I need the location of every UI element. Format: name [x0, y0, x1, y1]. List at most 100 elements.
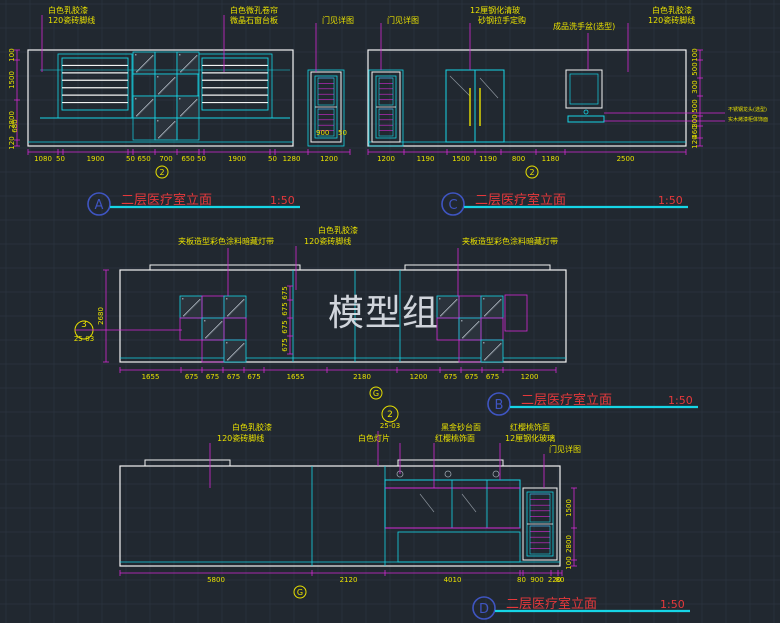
- dimension-label: 300: [691, 80, 699, 93]
- tile-speckle: [220, 322, 222, 324]
- elevation-title: 二层医疗室立面: [521, 392, 612, 408]
- feature-cell: [223, 317, 247, 341]
- tile-speckle: [137, 114, 139, 116]
- tile-speckle: [187, 64, 189, 66]
- door-panel: [529, 525, 551, 555]
- tile-speckle: [462, 337, 464, 339]
- dimension-label: 50: [268, 155, 277, 163]
- tile-speckle: [152, 55, 154, 57]
- tile-speckle: [236, 350, 238, 352]
- lower-cabinet: [397, 531, 521, 563]
- tile-speckle: [448, 307, 450, 309]
- tile-speckle: [135, 54, 137, 56]
- tile-speckle: [485, 314, 487, 316]
- ceiling-trim: [404, 264, 551, 271]
- tile-speckle: [186, 312, 188, 314]
- tile-speckle: [441, 314, 443, 316]
- feature-cell: [179, 317, 203, 341]
- axis-tag-circle: [155, 165, 169, 179]
- tile-speckle: [189, 62, 191, 64]
- feature-cell: [201, 295, 225, 319]
- tile-speckle: [488, 355, 490, 357]
- elevation-badge: [87, 192, 111, 216]
- dimension-label: 1200: [320, 155, 338, 163]
- roller-blind: [61, 57, 129, 111]
- axis-tag-circle: [525, 165, 539, 179]
- feature-cell: [176, 117, 200, 141]
- upper-cabinet: [384, 479, 521, 529]
- tile-speckle: [221, 321, 223, 323]
- tile-speckle: [204, 320, 206, 322]
- section-number: 3: [81, 320, 87, 330]
- elevation-scale: 1:50: [668, 394, 693, 407]
- note-label: 白色乳胶漆: [48, 5, 88, 15]
- dimension-label: 1200: [410, 373, 428, 381]
- door-casing: [307, 69, 345, 147]
- tile-speckle: [190, 308, 192, 310]
- door-frame: [310, 71, 342, 143]
- tile-speckle: [170, 81, 172, 83]
- note-label: 门见详图: [549, 444, 581, 454]
- tile-speckle: [474, 325, 476, 327]
- tile-speckle: [149, 58, 151, 60]
- dimension-label: 1900: [87, 155, 105, 163]
- dimension-label: 100: [8, 48, 16, 61]
- note-label: 成品洗手盆(选型): [553, 21, 615, 31]
- tile-speckle: [182, 113, 184, 115]
- tile-speckle: [213, 329, 215, 331]
- tile-speckle: [478, 321, 480, 323]
- dimension-label: 300: [691, 114, 699, 127]
- door-panel: [317, 77, 335, 106]
- tile-speckle: [139, 112, 141, 114]
- tile-speckle: [445, 310, 447, 312]
- tile-speckle: [186, 109, 188, 111]
- tile-speckle: [184, 67, 186, 69]
- note-label: 砂钢拉手定购: [478, 15, 526, 25]
- door-panel: [317, 108, 335, 137]
- tile-speckle: [195, 56, 197, 58]
- tile-speckle: [147, 60, 149, 62]
- elevation-title: 二层医疗室立面: [506, 596, 597, 612]
- tile-speckle: [210, 332, 212, 334]
- dimension-label: 675: [281, 286, 289, 299]
- tile-speckle: [191, 60, 193, 62]
- tile-speckle: [183, 68, 185, 70]
- tile-speckle: [171, 124, 173, 126]
- tile-speckle: [138, 113, 140, 115]
- tile-speckle: [452, 303, 454, 305]
- tile-speckle: [240, 302, 242, 304]
- dimension-label: 120: [691, 135, 699, 148]
- downlight-icon: [444, 470, 452, 478]
- tile-speckle: [442, 313, 444, 315]
- tile-speckle: [456, 299, 458, 301]
- tile-speckle: [188, 107, 190, 109]
- tile-speckle: [232, 310, 234, 312]
- tile-speckle: [495, 304, 497, 306]
- tile-speckle: [186, 65, 188, 67]
- tile-speckle: [192, 59, 194, 61]
- tile-speckle: [169, 126, 171, 128]
- dimension-label: 1280: [283, 155, 301, 163]
- tile-speckle: [473, 326, 475, 328]
- window-frame: [197, 53, 273, 119]
- tile-speckle: [196, 99, 198, 101]
- elevation-c-wall: [367, 49, 687, 147]
- downlight-icon: [492, 470, 500, 478]
- tile-speckle: [440, 315, 442, 317]
- tile-speckle: [184, 111, 186, 113]
- roller-blind: [201, 57, 269, 111]
- side-label: 不锈钢龙头(选型): [728, 106, 767, 113]
- tile-speckle: [141, 66, 143, 68]
- tile-speckle: [226, 298, 228, 300]
- tile-speckle: [165, 86, 167, 88]
- tile-speckle: [147, 104, 149, 106]
- door-frame: [371, 71, 401, 143]
- note-label: 红樱桃饰面: [510, 422, 550, 432]
- note-label: 门见详图: [387, 15, 419, 25]
- tile-speckle: [174, 121, 176, 123]
- tile-speckle: [489, 354, 491, 356]
- tile-speckle: [150, 57, 152, 59]
- tile-speckle: [171, 80, 173, 82]
- tile-speckle: [476, 323, 478, 325]
- note-label: 门见详图: [322, 15, 354, 25]
